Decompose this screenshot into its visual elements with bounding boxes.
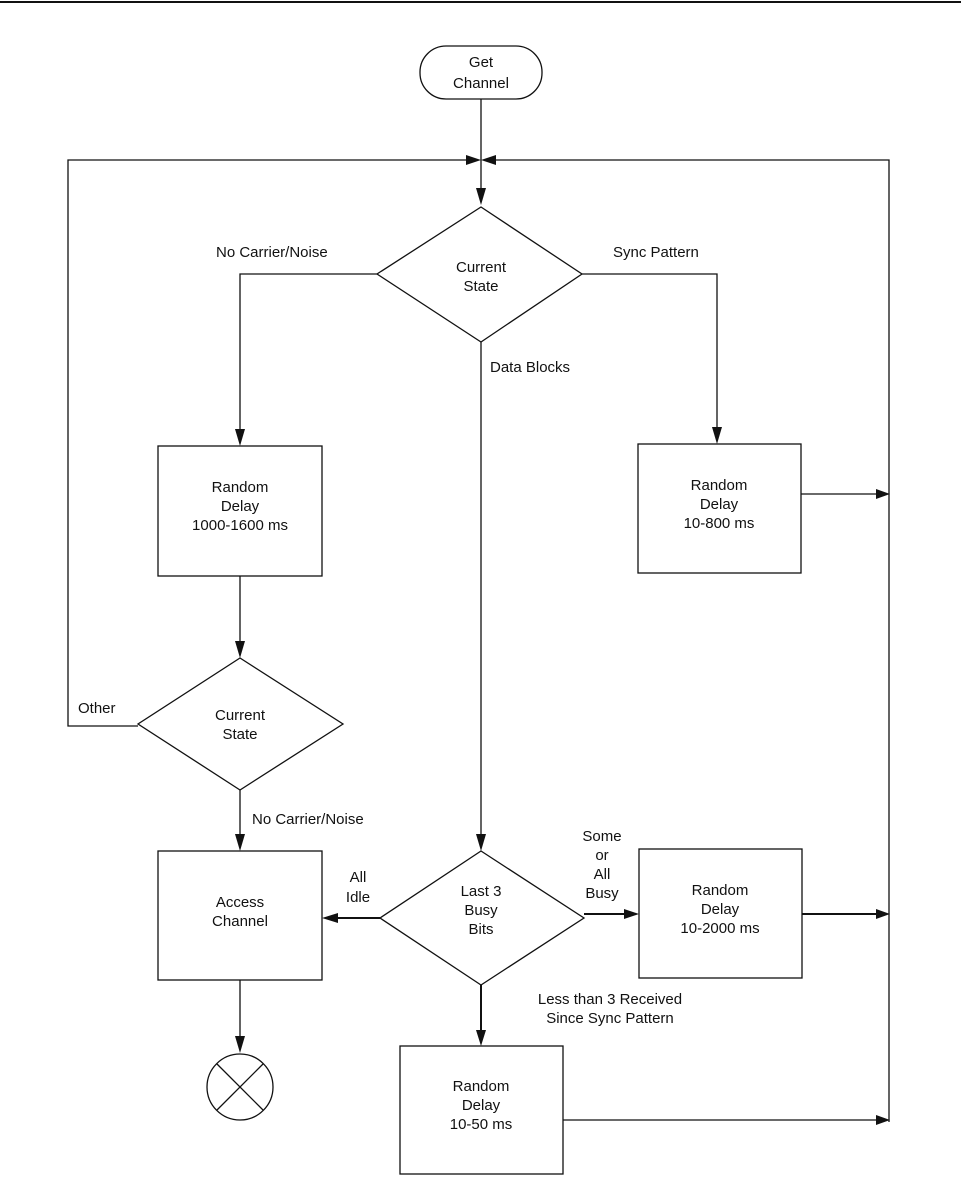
start-label-line2: Channel <box>453 75 509 92</box>
branch-label-some: Some <box>582 828 621 845</box>
arrowhead-to-end <box>235 1036 245 1053</box>
box-delay-long-line2: Delay <box>221 498 260 515</box>
arrowhead-to-access-channel <box>235 834 245 851</box>
decision-second: Current State <box>136 657 345 791</box>
decision-busy-bits: Last 3 Busy Bits <box>378 850 586 986</box>
box-delay-sync-line1: Random <box>691 477 748 494</box>
arrowhead-to-sync-delay <box>712 427 722 444</box>
decision-busy-line1: Last 3 <box>461 883 502 900</box>
branch-label-all: All <box>350 869 367 886</box>
arrowhead-short-delay-to-loop <box>876 1115 890 1125</box>
branch-label-sync-pattern: Sync Pattern <box>613 244 699 261</box>
arrowhead-busy-to-delay <box>624 909 639 919</box>
box-delay-busy-line1: Random <box>692 882 749 899</box>
arrowhead-to-short-delay <box>476 1030 486 1046</box>
box-delay-short-line1: Random <box>453 1078 510 1095</box>
box-delay-10-800: Random Delay 10-800 ms <box>637 443 802 574</box>
decision-main-line1: Current <box>456 259 507 276</box>
start-label-line1: Get <box>469 54 494 71</box>
branch-label-busy: Busy <box>585 885 619 902</box>
box-delay-long-line1: Random <box>212 479 269 496</box>
box-access-line1: Access <box>216 894 264 911</box>
branch-label-since-sync: Since Sync Pattern <box>546 1010 674 1027</box>
arrowhead-to-busy-decision <box>476 834 486 851</box>
end-connector <box>206 1053 274 1121</box>
arrowhead-busy-delay-to-loop <box>876 909 890 919</box>
decision-second-line1: Current <box>215 707 266 724</box>
branch-label-no-carrier-2: No Carrier/Noise <box>252 811 364 828</box>
branch-label-or: or <box>595 847 608 864</box>
branch-label-no-carrier: No Carrier/Noise <box>216 244 328 261</box>
loop-line-right <box>496 159 890 1122</box>
branch-label-less-than-3: Less than 3 Received <box>538 991 682 1008</box>
arrowhead-loop-right <box>481 155 496 165</box>
arrowhead-sync-delay-to-loop <box>876 489 890 499</box>
box-delay-busy-line2: Delay <box>701 901 740 918</box>
arrowhead-into-second-decision <box>235 641 245 658</box>
box-delay-long-line3: 1000-1600 ms <box>192 517 288 534</box>
loop-line-left <box>67 159 468 727</box>
decision-second-line2: State <box>222 726 257 743</box>
branch-label-all-2: All <box>594 866 611 883</box>
decision-busy-line2: Busy <box>464 902 498 919</box>
decision-main: Current State <box>375 206 584 343</box>
box-delay-10-2000: Random Delay 10-2000 ms <box>638 848 803 979</box>
box-delay-short-line2: Delay <box>462 1097 501 1114</box>
box-delay-1000-1600: Random Delay 1000-1600 ms <box>157 445 323 577</box>
start-terminator: Get Channel <box>419 45 543 100</box>
box-access-line2: Channel <box>212 913 268 930</box>
branch-label-data-blocks: Data Blocks <box>490 359 570 376</box>
arrowhead-to-long-delay <box>235 429 245 446</box>
branch-label-other: Other <box>78 700 116 717</box>
arrowhead-into-decision <box>476 188 486 205</box>
arrowhead-busy-to-access <box>322 913 338 923</box>
box-delay-short-line3: 10-50 ms <box>450 1116 513 1133</box>
box-delay-sync-line3: 10-800 ms <box>684 515 755 532</box>
decision-busy-line3: Bits <box>468 921 493 938</box>
decision-main-line2: State <box>463 278 498 295</box>
box-delay-10-50: Random Delay 10-50 ms <box>399 1045 564 1175</box>
box-delay-sync-line2: Delay <box>700 496 739 513</box>
box-access-channel: Access Channel <box>157 850 323 981</box>
branch-label-idle: Idle <box>346 889 370 906</box>
box-delay-busy-line3: 10-2000 ms <box>680 920 759 937</box>
arrowhead-loop-left <box>466 155 481 165</box>
connector-main-left <box>239 273 377 432</box>
connector-main-right <box>582 273 718 430</box>
